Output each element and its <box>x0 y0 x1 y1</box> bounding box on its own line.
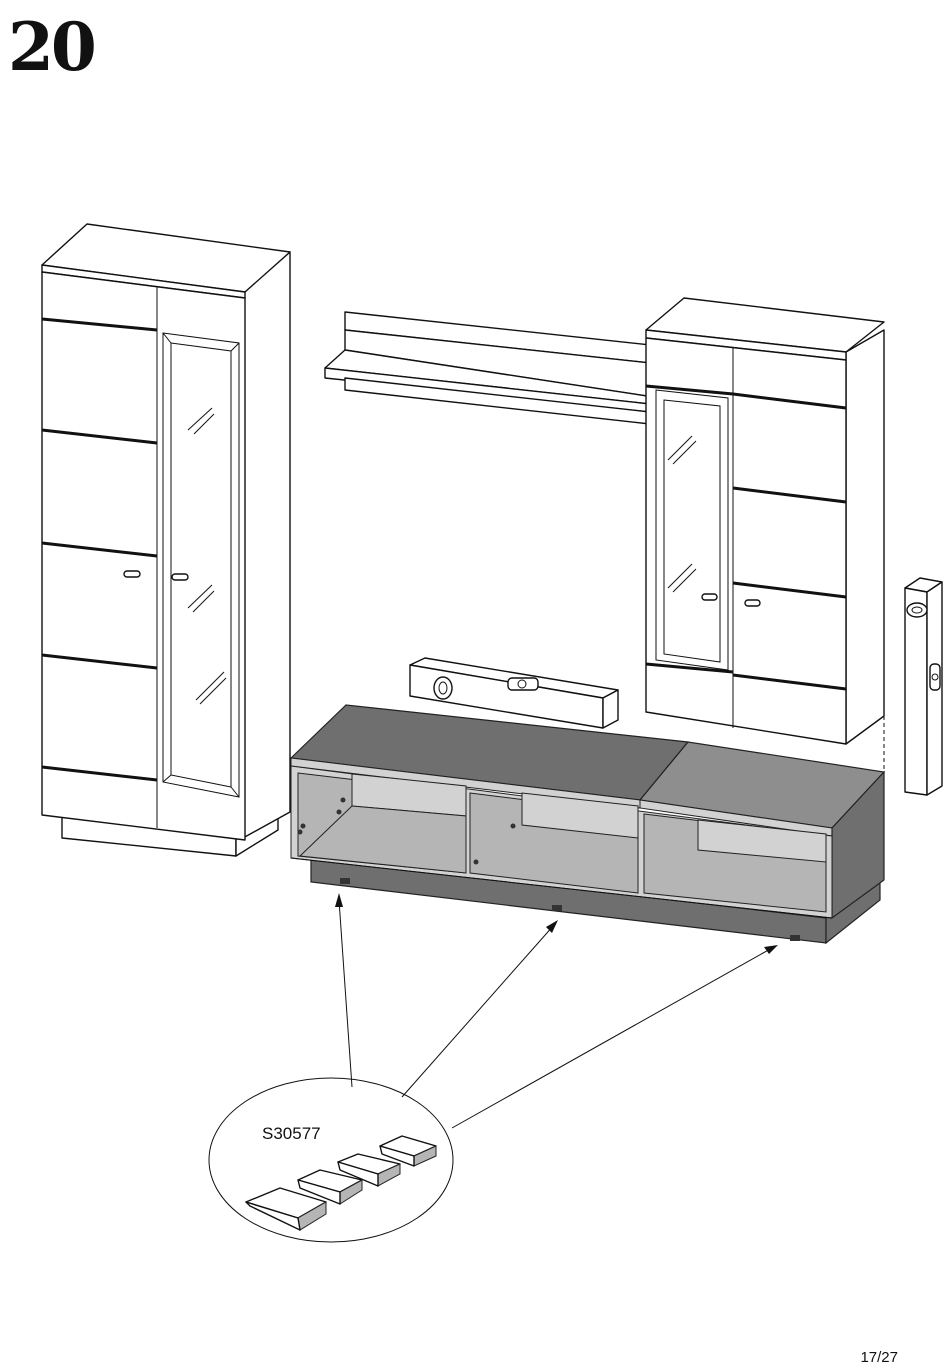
part-code-label: S30577 <box>262 1124 321 1144</box>
tv-lowboard <box>291 705 884 943</box>
wall-shelf <box>325 312 660 424</box>
page-number: 17/27 <box>860 1349 898 1366</box>
spirit-level-vertical <box>905 578 942 795</box>
detail-bubble <box>209 1078 453 1242</box>
right-wall-cabinet <box>646 298 884 770</box>
left-tall-cabinet <box>42 224 290 856</box>
